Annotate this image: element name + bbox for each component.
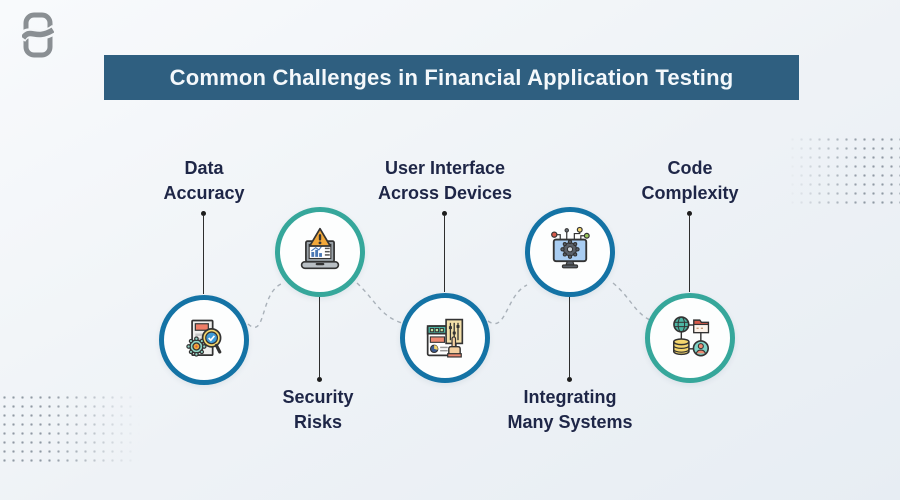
challenge-circle-user-interface — [400, 293, 490, 383]
connector-line — [569, 297, 570, 377]
item-label-integrating-systems: Integrating Many Systems — [507, 387, 633, 432]
brand-logo — [16, 12, 58, 58]
connector-line — [689, 215, 690, 292]
connector-line — [444, 215, 445, 292]
line-endpoint-dot — [567, 377, 572, 382]
laptop-warning-icon — [300, 227, 340, 270]
challenge-circle-integrating-systems — [525, 207, 615, 297]
line-endpoint-dot — [201, 211, 206, 216]
item-label-data-accuracy: Data Accuracy — [163, 158, 245, 203]
connector-line — [203, 215, 204, 294]
line-endpoint-dot — [317, 377, 322, 382]
monitor-gear-integration-icon — [551, 226, 590, 269]
title-banner: Common Challenges in Financial Applicati… — [104, 55, 799, 100]
page-title: Common Challenges in Financial Applicati… — [169, 64, 734, 90]
dot-pattern-top-right — [788, 135, 900, 205]
challenge-circle-data-accuracy — [159, 295, 249, 385]
line-endpoint-dot — [442, 211, 447, 216]
brand-logo-icon — [16, 12, 58, 58]
item-label-user-interface: User Interface Across Devices — [377, 158, 513, 203]
item-label-security-risks: Security Risks — [282, 387, 354, 432]
item-label-code-complexity: Code Complexity — [641, 158, 739, 203]
challenge-circle-security-risks — [275, 207, 365, 297]
challenge-circle-code-complexity — [645, 293, 735, 383]
data-network-icon — [672, 316, 710, 357]
dot-pattern-bottom-left — [0, 393, 140, 465]
line-endpoint-dot — [687, 211, 692, 216]
report-magnifier-gear-icon — [186, 319, 222, 357]
connector-line — [319, 297, 320, 377]
browser-test-controls-icon — [426, 318, 464, 358]
